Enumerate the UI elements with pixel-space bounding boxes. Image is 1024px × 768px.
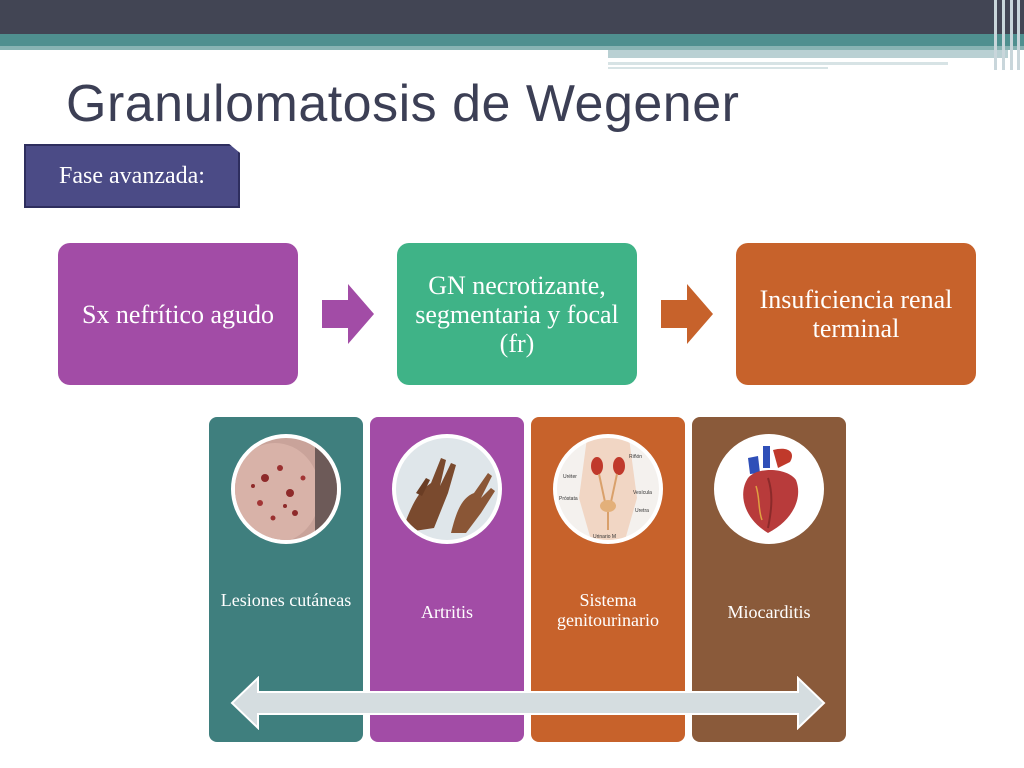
flow-arrow-icon — [322, 284, 374, 344]
arthritis-hands-photo — [392, 434, 502, 544]
manifestation-label: Lesiones cutáneas — [220, 590, 352, 610]
stage-acute-nephritic: Sx nefrítico agudo — [58, 243, 298, 385]
svg-text:Urinario M: Urinario M — [593, 534, 616, 540]
header-teal-bar — [0, 34, 1024, 46]
phase-label-box — [24, 144, 240, 208]
stage-label: Sx nefrítico agudo — [81, 299, 275, 329]
bidirectional-arrow-icon — [230, 676, 826, 730]
slide-title: Granulomatosis de Wegener — [66, 75, 740, 133]
svg-text:Uréter: Uréter — [563, 474, 577, 480]
svg-text:Riñón: Riñón — [629, 454, 642, 460]
header-vertical-line — [1010, 0, 1013, 70]
manifestation-label: Artritis — [421, 602, 473, 622]
phase-label: Fase avanzada: — [59, 162, 205, 189]
stage-necrotizing-gn: GN necrotizante, segmentaria y focal (fr… — [397, 243, 637, 385]
header-teal-stripe — [0, 46, 1024, 50]
header-vertical-line — [1002, 0, 1005, 70]
header-light-stripe — [608, 50, 1008, 58]
svg-text:Próstata: Próstata — [559, 496, 578, 502]
flow-arrow-icon — [661, 284, 713, 344]
skin-lesions-photo — [231, 434, 341, 544]
header-dark-bar — [0, 0, 1024, 34]
header-light-stripe — [608, 67, 828, 69]
heart-illustration — [714, 434, 824, 544]
stage-label: GN necrotizante, segmentaria y focal (fr… — [415, 270, 619, 358]
header-vertical-line — [1017, 0, 1020, 70]
manifestation-label: Sistema genitourinario — [557, 590, 659, 630]
header-vertical-line — [994, 0, 997, 70]
stage-label: Insuficiencia renal terminal — [759, 285, 953, 343]
svg-text:Vesícula: Vesícula — [633, 490, 652, 496]
svg-text:Uretra: Uretra — [635, 508, 649, 514]
urinary-system-illustration: Riñón Uréter Próstata Vesícula Uretra Ur… — [553, 434, 663, 544]
manifestation-label: Miocarditis — [727, 602, 811, 622]
header-light-stripe — [608, 62, 948, 65]
stage-renal-failure: Insuficiencia renal terminal — [736, 243, 976, 385]
